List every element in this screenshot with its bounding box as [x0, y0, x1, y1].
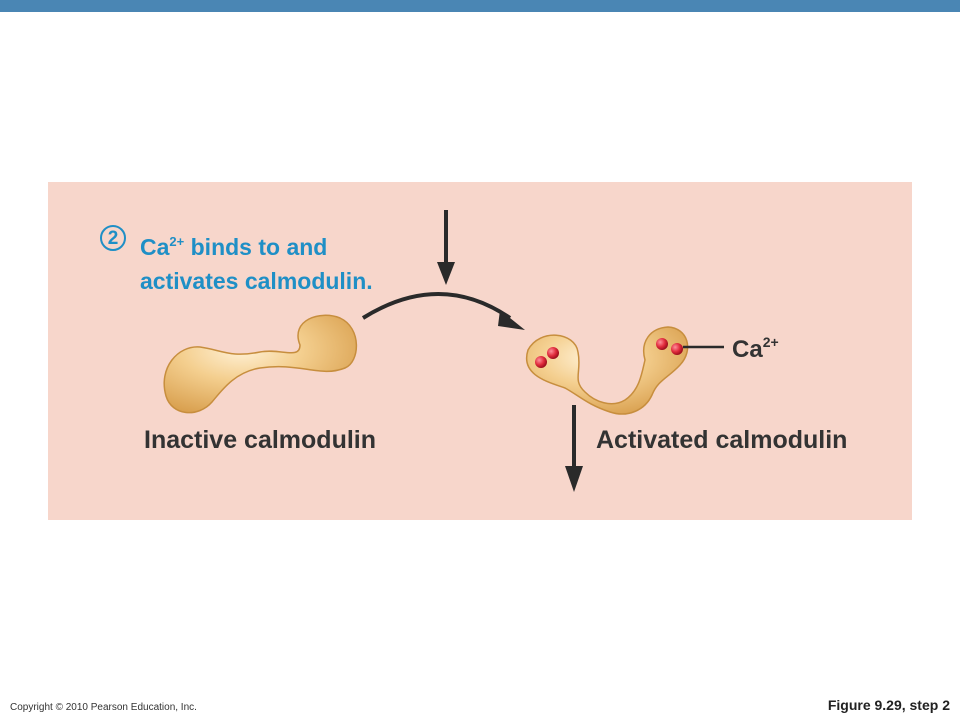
- step-line-1: Ca2+ binds to and: [140, 234, 328, 260]
- inactive-calmodulin-label: Inactive calmodulin: [144, 426, 377, 454]
- calcium-ion: [535, 356, 547, 368]
- activation-arrow: [361, 292, 525, 330]
- calcium-ion: [547, 347, 559, 359]
- step-number: 2: [107, 227, 119, 249]
- activated-calmodulin-label: Activated calmodulin: [596, 426, 848, 454]
- step-line-2: activates calmodulin.: [140, 268, 373, 294]
- outgoing-arrow: [565, 405, 583, 492]
- top-bar: [0, 0, 960, 12]
- figure-label: Figure 9.29, step 2: [827, 697, 950, 713]
- copyright-notice: Copyright © 2010 Pearson Education, Inc.: [10, 702, 197, 713]
- step-description: Ca2+ binds to and activates calmodulin.: [140, 230, 460, 298]
- step-number-badge: 2: [100, 225, 126, 251]
- inactive-calmodulin-shape: [163, 314, 358, 414]
- calcium-ion: [656, 338, 668, 350]
- incoming-arrow: [437, 210, 455, 285]
- calcium-ion: [671, 343, 683, 355]
- activated-calmodulin-shape: [525, 326, 689, 415]
- calcium-ion-label: Ca2+: [732, 334, 779, 363]
